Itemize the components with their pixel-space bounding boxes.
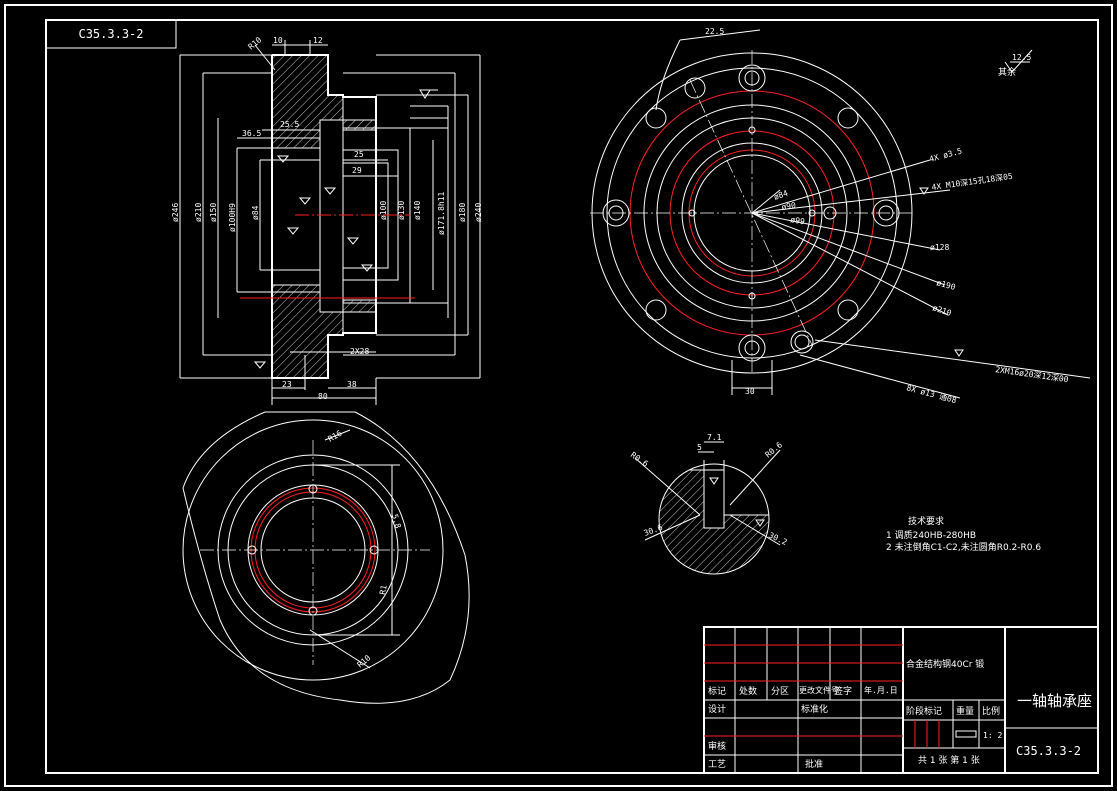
dim-r1: R1 (378, 584, 389, 595)
dim-30-2: 30.2 (767, 531, 788, 547)
dim-d150: ø150 (209, 203, 218, 222)
tech-requirements: 技术要求 1 调质240HB-280HB 2 未注倒角C1-C2,未注圆角R0.… (886, 515, 1041, 553)
label-marker: 标记 (708, 685, 726, 697)
dim-5: 5 (697, 443, 702, 452)
outer-frame (4, 4, 1113, 787)
bolt-holes (602, 64, 900, 362)
dim-4x-d3-5: 4X ø3.5 (928, 146, 963, 163)
dim-d128: ø128 (930, 243, 949, 252)
dim-25: 25 (354, 150, 364, 159)
front-view: 12.5 其余 22.5 4X ø3.5 ø84 ø90 ø99 ø128 ø1… (590, 27, 1091, 405)
dim-5-8: 5.8 (390, 513, 402, 529)
label-review: 审核 (708, 740, 726, 752)
dim-30: 30 (745, 387, 755, 396)
dim-36-5: 36.5 (242, 129, 261, 138)
scale-value: 1: 2 (983, 731, 1002, 740)
tech-item-1: 1 调质240HB-280HB (886, 529, 976, 541)
section-view: 10 12 R10 25.5 36.5 25 29 ø246 ø210 ø150… (171, 35, 483, 405)
tech-item-2: 2 未注倒角C1-C2,未注圆角R0.2-R0.6 (886, 541, 1041, 553)
dim-d180: ø180 (458, 203, 467, 222)
code-box-top: C35.3.3-2 (45, 19, 177, 49)
drawing-code-bottom: C35.3.3-2 (1016, 744, 1081, 758)
dim-d210-front: ø210 (931, 303, 952, 318)
bottom-view: R16 5.8 R1 R10 (182, 411, 470, 704)
tech-heading: 技术要求 (908, 515, 944, 527)
note-m16: 2XM16ø20深12深00 (995, 365, 1070, 384)
label-sign: 签字 (834, 685, 852, 697)
note-8x-d13: 8X ø13 通08 (905, 382, 957, 405)
dim-80: 80 (318, 392, 328, 401)
dim-d99-front: ø99 (790, 215, 806, 226)
dim-7-1: 7.1 (707, 433, 722, 442)
label-count: 处数 (739, 685, 757, 697)
sheet-info: 共 1 张 第 1 张 (918, 754, 980, 766)
label-design: 设计 (708, 703, 726, 715)
dim-r16: R16 (327, 429, 344, 444)
label-ratio: 比例 (982, 705, 1000, 717)
dim-d246: ø246 (171, 203, 180, 222)
dim-d100: ø100 (379, 201, 388, 220)
label-change-doc: 更改文件号 (799, 685, 839, 695)
label-weight: 重量 (956, 705, 974, 717)
dim-2x28: 2X28 (350, 347, 369, 356)
label-process: 工艺 (708, 759, 726, 770)
dim-r10: R10 (247, 35, 264, 51)
note-m10: 4X M10深15孔18深05 (931, 172, 1013, 192)
dim-d84: ø84 (251, 205, 260, 220)
drawing-code-top: C35.3.3-2 (78, 27, 143, 41)
dim-d130: ø130 (397, 201, 406, 220)
title-block: 合金结构钢40Cr 锻 一轴轴承座 C35.3.3-2 1: 2 共 1 张 第… (703, 626, 1099, 774)
dim-d90-front: ø90 (781, 201, 797, 212)
label-zone: 分区 (771, 686, 789, 697)
dim-d140: ø140 (413, 201, 422, 220)
inner-frame (45, 19, 1099, 774)
material-text: 合金结构钢40Cr 锻 (906, 658, 984, 670)
dim-29: 29 (352, 166, 362, 175)
dim-d210: ø210 (194, 203, 203, 222)
label-standard: 标准化 (801, 703, 828, 715)
part-name: 一轴轴承座 (1017, 692, 1092, 710)
dim-23: 23 (282, 380, 292, 389)
dim-38: 38 (347, 380, 357, 389)
label-approve: 批准 (805, 758, 823, 770)
label-stage: 阶段标记 (906, 705, 942, 717)
dim-d190: ø190 (935, 278, 956, 292)
dim-12: 12 (313, 36, 323, 45)
dim-d100h9: ø100H9 (228, 203, 237, 232)
dim-d240: ø240 (474, 203, 483, 222)
detail-view: 7.1 5 R0.6 R0.6 30.6 30.2 (629, 433, 789, 575)
dim-25-5: 25.5 (280, 120, 299, 129)
dim-d171-8h11: ø171.8h11 (437, 191, 446, 235)
label-date: 年.月.日 (864, 685, 898, 695)
dim-10: 10 (273, 36, 283, 45)
dim-22-5: 22.5 (705, 27, 724, 36)
roughness-label: 其余 (998, 66, 1016, 78)
dim-d84-front: ø84 (773, 188, 790, 201)
dim-30-6: 30.6 (643, 523, 664, 538)
roughness-value: 12.5 (1012, 53, 1031, 62)
dim-r0-6-left: R0.6 (629, 450, 650, 469)
